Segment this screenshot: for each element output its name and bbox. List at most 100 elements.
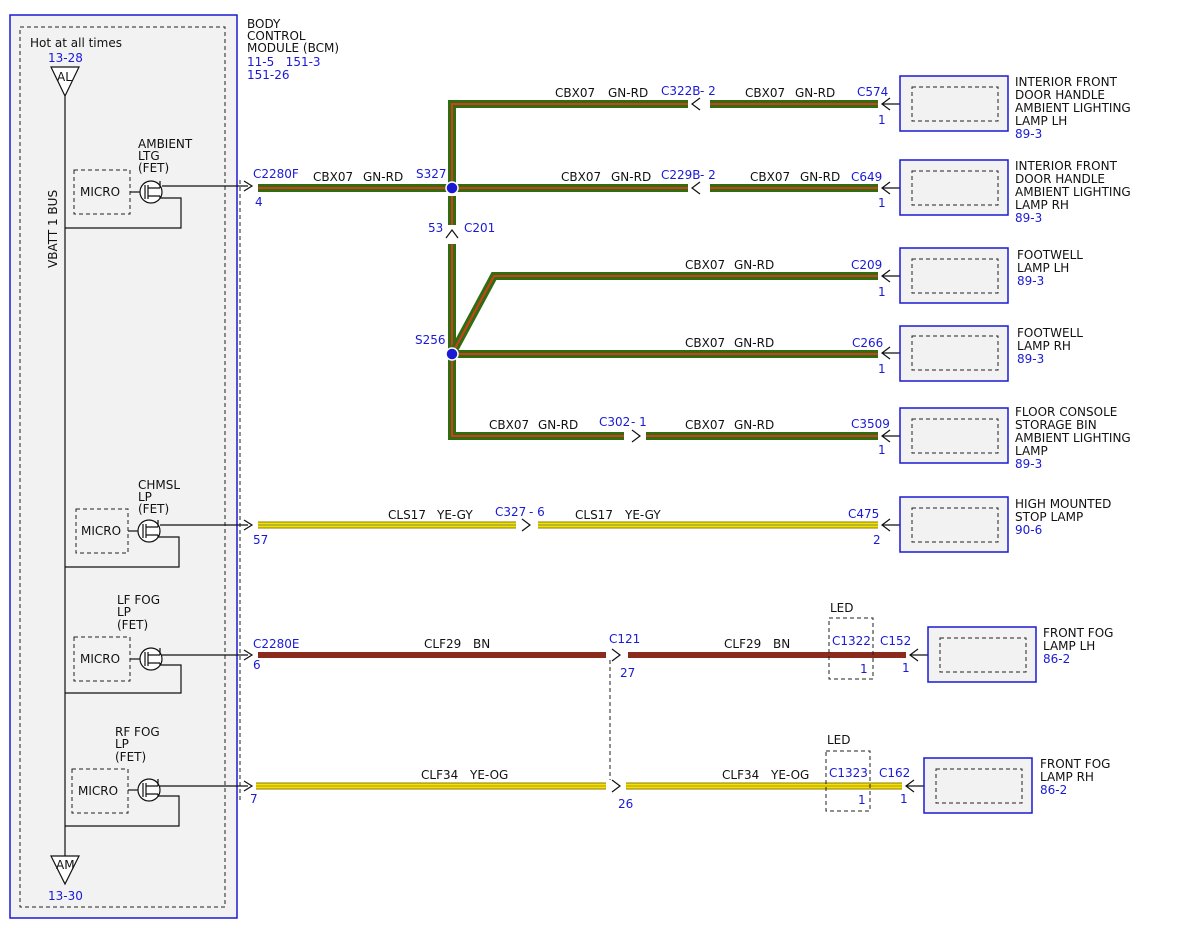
c2280e-pin7: 7 <box>250 792 258 806</box>
wire-label: GN-RD <box>363 170 403 184</box>
load-front-fog-lh <box>927 626 1037 683</box>
fet-symbol <box>139 647 163 671</box>
wire-label: GN-RD <box>538 418 578 432</box>
wire-label: CBX07 <box>685 418 725 432</box>
svg-text:LAMP RH: LAMP RH <box>1040 770 1094 784</box>
wire-cbx07-s256-to-c302 <box>448 354 624 440</box>
micro-label: MICRO <box>81 524 121 538</box>
fet-return <box>65 794 180 827</box>
load-label-fog-rh: FRONT FOG LAMP RH 86-2 <box>1040 757 1110 797</box>
bcm-name-line-2: CONTROL <box>247 29 306 43</box>
svg-text:LAMP LH: LAMP LH <box>1043 639 1095 653</box>
wire-label: CBX07 <box>489 418 529 432</box>
c266-pin: 1 <box>878 362 886 376</box>
led-lh-pin: 1 <box>860 662 868 676</box>
wire-cbx07-s256-to-c302-stroke <box>451 354 624 437</box>
svg-text:89-3: 89-3 <box>1017 274 1044 288</box>
wire-label: CLS17 <box>575 508 613 522</box>
load-door-handle-lh <box>899 75 1009 132</box>
svg-text:LAMP: LAMP <box>1015 444 1048 458</box>
svg-text:89-3: 89-3 <box>1015 127 1042 141</box>
svg-text:FOOTWELL: FOOTWELL <box>1017 248 1083 262</box>
bottom-connector-ref: 13-30 <box>48 889 83 903</box>
splice-s327-label: S327 <box>416 167 447 181</box>
wire-label: YE-OG <box>770 768 809 782</box>
wire-label: BN <box>773 637 790 651</box>
bottom-connector-triangle <box>50 855 80 886</box>
splice-s256-label: S256 <box>415 333 446 347</box>
load-door-handle-rh <box>899 159 1009 216</box>
load-label-door-lh: INTERIOR FRONT DOOR HANDLE AMBIENT LIGHT… <box>1015 75 1131 141</box>
bottom-connector-code: AM <box>56 858 75 872</box>
svg-text:INTERIOR FRONT: INTERIOR FRONT <box>1015 75 1118 89</box>
svg-text:HIGH MOUNTED: HIGH MOUNTED <box>1015 497 1111 511</box>
c266-name: C266 <box>852 336 883 350</box>
wire-label: GN-RD <box>800 170 840 184</box>
wire-label: CLF34 <box>421 768 458 782</box>
svg-text:FOOTWELL: FOOTWELL <box>1017 326 1083 340</box>
wire-label: GN-RD <box>608 86 648 100</box>
micro-label: MICRO <box>78 784 118 798</box>
svg-text:LAMP LH: LAMP LH <box>1017 261 1069 275</box>
wire-label: CBX07 <box>745 86 785 100</box>
c649-pin: 1 <box>878 196 886 210</box>
svg-text:FRONT FOG: FRONT FOG <box>1043 626 1113 640</box>
svg-text:89-3: 89-3 <box>1015 211 1042 225</box>
c2280f-pin-arrow <box>243 180 254 192</box>
wire-cbx07-s327-to-c322b <box>448 100 688 188</box>
bcm-ref-line-2: 151-26 <box>247 68 290 82</box>
c302-pin: - 1 <box>631 415 647 429</box>
load-label-floor-console: FLOOR CONSOLE STORAGE BIN AMBIENT LIGHTI… <box>1015 405 1131 471</box>
svg-text:LAMP LH: LAMP LH <box>1015 114 1067 128</box>
wire-label: CBX07 <box>561 170 601 184</box>
c3509-name: C3509 <box>851 417 890 431</box>
driver-rf-fog-lp: RF FOG LP (FET) MICRO <box>65 725 248 827</box>
wire-cbx07-s256-to-c209-stroke <box>448 272 878 356</box>
c201-arrow <box>445 229 459 239</box>
led-rh-conn: C1323 <box>829 766 868 780</box>
c162-pin: 1 <box>900 792 908 806</box>
load-label-footwell-lh: FOOTWELL LAMP LH 89-3 <box>1017 248 1083 288</box>
top-connector-code: AL <box>57 70 72 84</box>
wire-label: CBX07 <box>313 170 353 184</box>
fet-return <box>65 535 180 568</box>
c229b-arrow <box>691 181 701 195</box>
wire-label: CBX07 <box>685 336 725 350</box>
c302-name: C302 <box>599 415 630 429</box>
load-footwell-lh <box>899 247 1009 304</box>
c121-arrow-a <box>611 648 621 662</box>
micro-label: MICRO <box>80 652 120 666</box>
svg-text:FLOOR CONSOLE: FLOOR CONSOLE <box>1015 405 1117 419</box>
c152-pin: 1 <box>902 661 910 675</box>
wire-label: YE-GY <box>436 508 473 522</box>
svg-text:86-2: 86-2 <box>1043 652 1070 666</box>
c201-name: C201 <box>464 221 495 235</box>
wire-label: CBX07 <box>685 258 725 272</box>
c2280e-pin57-arrow <box>243 519 254 531</box>
c2280e-pin7-arrow <box>243 780 254 792</box>
fet-return <box>65 663 182 694</box>
c121-pin-26: 26 <box>618 797 633 811</box>
splice-s327 <box>445 181 459 195</box>
driver-ambient-ltg: AMBIENT LTG (FET) MICRO <box>65 137 248 229</box>
driver-chmsl-lp: CHMSL LP (FET) MICRO <box>65 478 248 568</box>
c209-name: C209 <box>851 258 882 272</box>
led-lh-conn: C1322 <box>832 634 871 648</box>
svg-text:89-3: 89-3 <box>1015 457 1042 471</box>
c2280e-pin6-arrow <box>243 649 254 661</box>
c574-name: C574 <box>857 85 888 99</box>
wire-label: CLF29 <box>724 637 761 651</box>
c2280e-pin6: 6 <box>253 658 261 672</box>
bcm-ref-line-1: 11-5 151-3 <box>247 55 321 69</box>
svg-text:LAMP RH: LAMP RH <box>1015 198 1069 212</box>
driver-label: LF FOG <box>117 593 160 607</box>
load-label-door-rh: INTERIOR FRONT DOOR HANDLE AMBIENT LIGHT… <box>1015 159 1131 225</box>
bcm-name-line-3: MODULE (BCM) <box>247 41 339 55</box>
driver-label: LP <box>138 490 152 504</box>
load-label-fog-lh: FRONT FOG LAMP LH 86-2 <box>1043 626 1113 666</box>
c327-pin: - 6 <box>529 505 545 519</box>
driver-label: LP <box>115 737 129 751</box>
driver-label: RF FOG <box>115 725 160 739</box>
c475-name: C475 <box>848 507 879 521</box>
micro-label: MICRO <box>80 185 120 199</box>
